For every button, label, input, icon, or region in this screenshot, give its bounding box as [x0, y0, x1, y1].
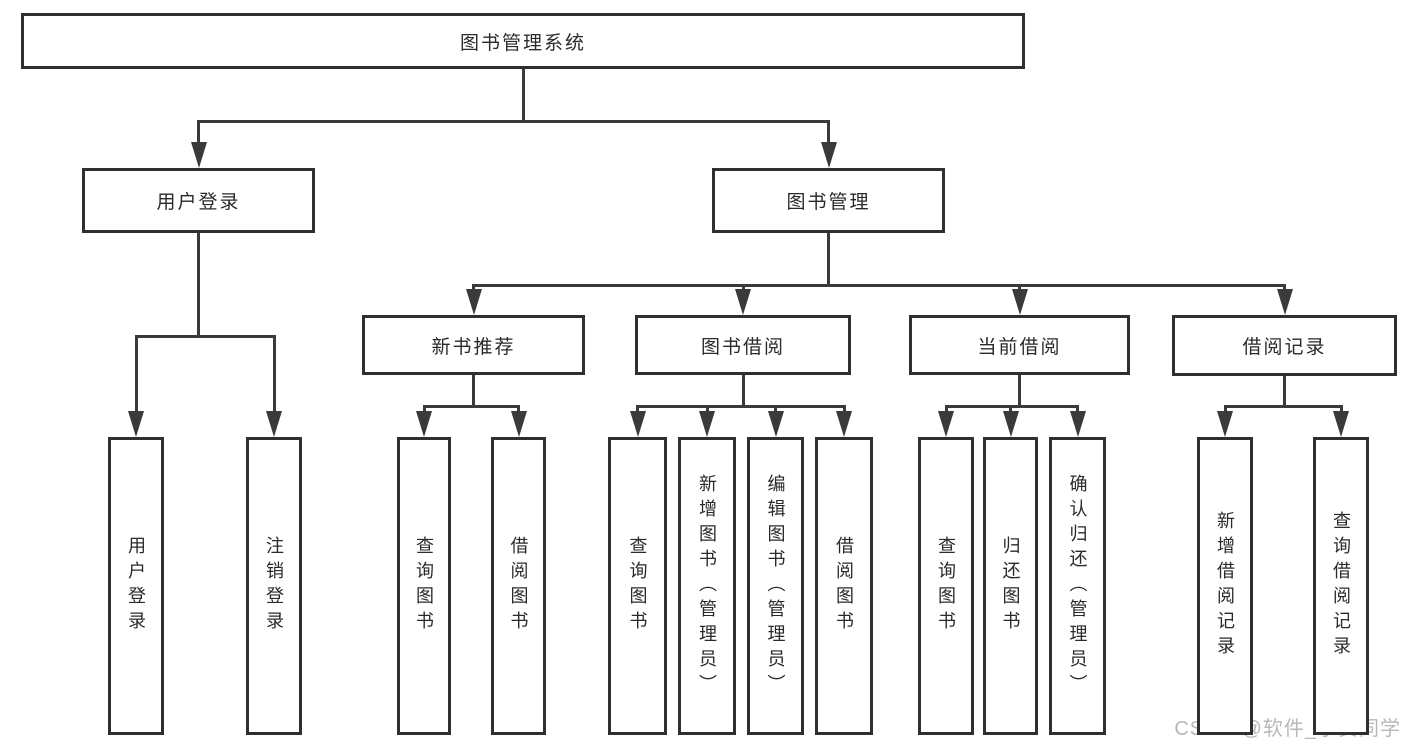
- arrowhead-down-icon: [1276, 289, 1293, 315]
- arrowhead-down-icon: [836, 411, 852, 437]
- connector-rail-library-system: [197, 120, 830, 123]
- arrowhead-down-icon: [465, 289, 482, 315]
- arrowhead-down-icon: [938, 411, 954, 437]
- node-library-system: 图书管理系统: [21, 13, 1025, 69]
- node-label-borrow-books: 借阅图书: [834, 536, 854, 636]
- connector-stem-current-borrowing: [1018, 375, 1021, 408]
- arrowhead-down-icon: [820, 142, 837, 168]
- node-label-library-system: 图书管理系统: [459, 32, 586, 54]
- connector-drop-user-login-module: [197, 120, 200, 148]
- arrowhead-down-icon: [629, 411, 646, 437]
- connector-rail-user-login-module: [134, 335, 276, 338]
- node-label-add-books-admin: 新增图书（管理员）: [697, 473, 717, 699]
- node-label-query-books-borrow: 查询图书: [627, 536, 648, 636]
- node-label-query-borrow-record: 查询借阅记录: [1331, 511, 1351, 661]
- node-label-confirm-return-admin: 确认归还（管理员）: [1067, 473, 1088, 699]
- connector-stem-book-management: [827, 233, 830, 287]
- node-label-current-borrowing: 当前借阅: [977, 336, 1062, 358]
- connector-rail-new-book-recommend: [422, 405, 520, 408]
- node-label-book-management: 图书管理: [786, 192, 871, 213]
- node-user-login: 用户登录: [108, 437, 164, 735]
- arrowhead-down-icon: [1002, 411, 1019, 437]
- node-user-login-module: 用户登录: [82, 168, 315, 233]
- node-query-books-rec: 查询图书: [397, 437, 451, 735]
- connector-stem-new-book-recommend: [472, 375, 475, 408]
- arrowhead-down-icon: [416, 411, 432, 437]
- node-new-book-recommend: 新书推荐: [362, 315, 585, 375]
- connector-rail-book-borrowing: [636, 405, 846, 408]
- arrowhead-down-icon: [1069, 411, 1086, 437]
- arrowhead-down-icon: [1011, 289, 1028, 315]
- node-borrow-books-rec: 借阅图书: [491, 437, 546, 735]
- node-borrow-books: 借阅图书: [815, 437, 873, 735]
- arrowhead-down-icon: [1333, 411, 1349, 437]
- arrowhead-down-icon: [190, 142, 207, 168]
- connector-drop-logout: [272, 335, 276, 417]
- arrowhead-down-icon: [128, 411, 144, 437]
- node-label-user-login-module: 用户登录: [156, 192, 241, 213]
- node-label-borrow-books-rec: 借阅图书: [508, 536, 529, 636]
- node-add-borrow-record: 新增借阅记录: [1197, 437, 1253, 735]
- connector-stem-library-system: [521, 69, 525, 123]
- node-edit-books-admin: 编辑图书（管理员）: [747, 437, 804, 735]
- connector-stem-user-login-module: [197, 233, 200, 338]
- connector-rail-book-management: [472, 284, 1286, 287]
- node-borrowing-records: 借阅记录: [1172, 315, 1397, 376]
- node-confirm-return-admin: 确认归还（管理员）: [1049, 437, 1106, 735]
- arrowhead-down-icon: [767, 411, 784, 437]
- node-label-new-book-recommend: 新书推荐: [431, 336, 516, 358]
- node-book-borrowing: 图书借阅: [635, 315, 851, 375]
- node-query-books-borrow: 查询图书: [608, 437, 667, 735]
- arrowhead-down-icon: [266, 411, 282, 437]
- node-label-query-books-current: 查询图书: [936, 536, 956, 636]
- node-add-books-admin: 新增图书（管理员）: [678, 437, 736, 735]
- node-label-add-borrow-record: 新增借阅记录: [1215, 511, 1235, 661]
- connector-rail-borrowing-records: [1223, 405, 1343, 408]
- node-label-user-login: 用户登录: [126, 536, 146, 636]
- node-label-query-books-rec: 查询图书: [414, 536, 434, 636]
- node-query-borrow-record: 查询借阅记录: [1313, 437, 1369, 735]
- connector-drop-user-login: [134, 335, 138, 417]
- node-label-edit-books-admin: 编辑图书（管理员）: [765, 473, 786, 699]
- connector-drop-book-management: [827, 120, 830, 148]
- arrowhead-down-icon: [510, 411, 527, 437]
- arrowhead-down-icon: [735, 289, 751, 315]
- node-label-logout: 注销登录: [264, 536, 284, 636]
- node-return-books: 归还图书: [983, 437, 1038, 735]
- node-current-borrowing: 当前借阅: [909, 315, 1130, 375]
- node-label-book-borrowing: 图书借阅: [700, 336, 785, 358]
- node-logout: 注销登录: [246, 437, 302, 735]
- node-label-return-books: 归还图书: [1000, 536, 1021, 636]
- arrowhead-down-icon: [699, 411, 715, 437]
- node-label-borrowing-records: 借阅记录: [1242, 337, 1327, 358]
- node-query-books-current: 查询图书: [918, 437, 974, 735]
- node-book-management: 图书管理: [712, 168, 945, 233]
- connector-stem-book-borrowing: [741, 375, 745, 408]
- connector-stem-borrowing-records: [1283, 376, 1286, 408]
- arrowhead-down-icon: [1217, 411, 1233, 437]
